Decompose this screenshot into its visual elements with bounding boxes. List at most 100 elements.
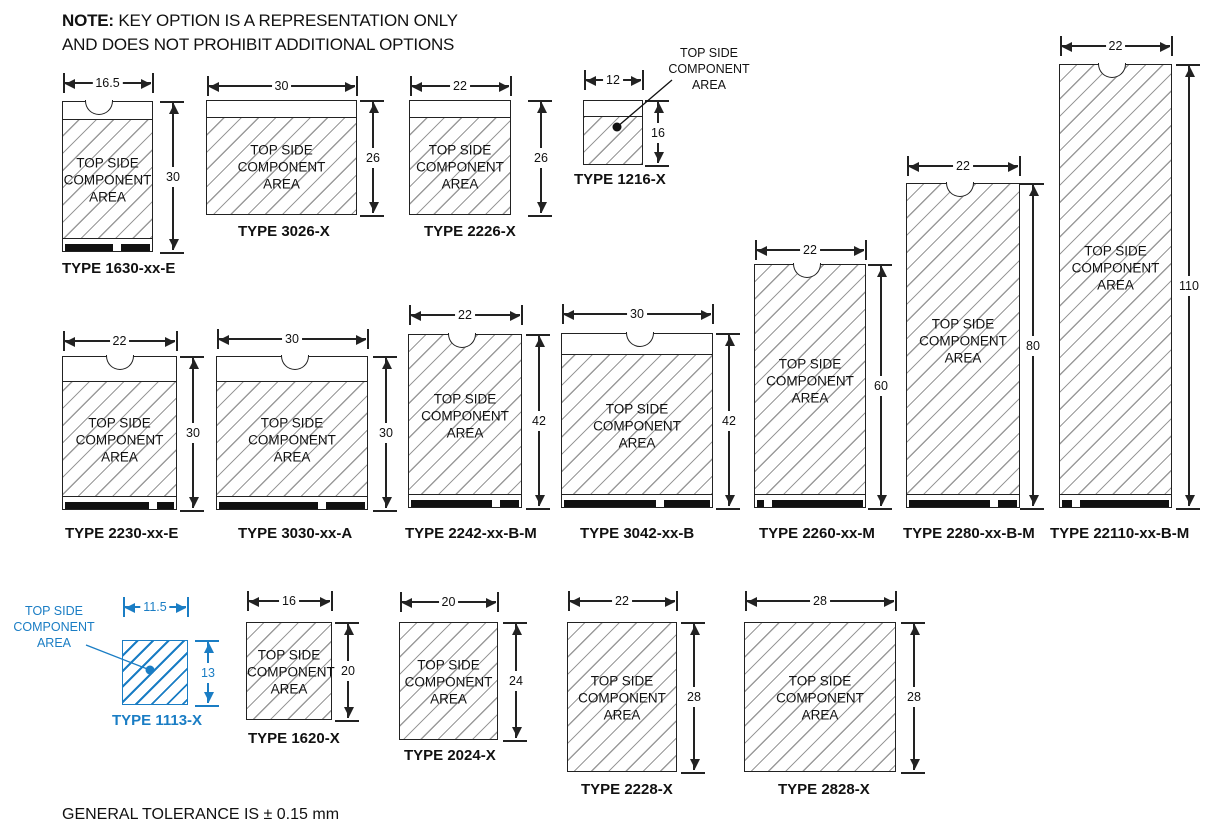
arrowhead-icon bbox=[125, 603, 135, 613]
arrowhead-icon bbox=[534, 337, 545, 347]
area-text-line: AREA bbox=[791, 390, 829, 406]
area-text-line: COMPONENT bbox=[63, 172, 152, 188]
area-text-line: TOP SIDE bbox=[417, 657, 480, 673]
connector-pins bbox=[564, 500, 656, 507]
extension-line bbox=[676, 591, 678, 611]
extension-line bbox=[1171, 36, 1173, 56]
area-text-line: TOP SIDE bbox=[428, 142, 492, 157]
extension-line bbox=[645, 100, 669, 102]
arrowhead-icon bbox=[1062, 42, 1072, 52]
area-text-line: AREA bbox=[273, 449, 311, 465]
width-value: 22 bbox=[450, 79, 470, 93]
module-type-label: TYPE 3030-xx-A bbox=[238, 525, 353, 542]
area-text-line: AREA bbox=[430, 691, 467, 707]
area-text-line: AREA bbox=[89, 189, 126, 205]
extension-line bbox=[716, 508, 740, 510]
connector-pins bbox=[1079, 500, 1169, 507]
width-value: 30 bbox=[627, 307, 647, 321]
arrowhead-icon bbox=[320, 597, 330, 607]
edge-connector bbox=[755, 494, 865, 507]
note: NOTE: KEY OPTION IS A REPRESENTATION ONL… bbox=[62, 9, 458, 57]
callout-line: AREA bbox=[36, 636, 72, 650]
extension-line bbox=[681, 772, 705, 774]
tolerance-note: GENERAL TOLERANCE IS ± 0.15 mm bbox=[62, 806, 340, 823]
module-type-label: TYPE 3026-X bbox=[238, 223, 330, 240]
area-text-line: COMPONENT bbox=[404, 674, 493, 690]
arrowhead-icon bbox=[536, 202, 547, 212]
arrowhead-icon bbox=[1008, 162, 1018, 172]
extension-line bbox=[901, 622, 925, 624]
width-value: 20 bbox=[438, 595, 459, 609]
arrowhead-icon bbox=[343, 625, 354, 635]
arrowhead-icon bbox=[511, 625, 522, 635]
extension-line bbox=[1060, 36, 1062, 56]
height-value: 26 bbox=[534, 147, 548, 168]
height-value: 24 bbox=[509, 671, 523, 691]
arrowhead-icon bbox=[653, 103, 664, 113]
height-value: 26 bbox=[366, 147, 380, 168]
height-value: 42 bbox=[722, 410, 736, 431]
arrowhead-icon bbox=[368, 202, 379, 212]
extension-line bbox=[373, 510, 397, 512]
connector-pins bbox=[157, 502, 174, 509]
extension-line bbox=[63, 331, 65, 351]
module-type-label: TYPE 1216-X bbox=[574, 171, 666, 188]
height-value: 80 bbox=[1026, 335, 1040, 356]
connector-pins bbox=[121, 244, 150, 251]
connector-pins bbox=[411, 500, 493, 507]
area-text-line: AREA bbox=[101, 449, 138, 465]
key-band bbox=[207, 101, 356, 118]
callout-line: COMPONENT bbox=[13, 620, 95, 634]
extension-line bbox=[868, 508, 892, 510]
area-text-line: TOP SIDE bbox=[1084, 243, 1147, 259]
arrowhead-icon bbox=[876, 495, 887, 505]
edge-connector bbox=[907, 494, 1019, 507]
extension-line bbox=[901, 772, 925, 774]
edge-connector bbox=[63, 238, 152, 251]
area-text-line: TOP SIDE bbox=[788, 673, 852, 689]
arrowhead-icon bbox=[586, 76, 596, 86]
arrowhead-icon bbox=[412, 82, 422, 92]
key-band bbox=[410, 101, 510, 118]
extension-line bbox=[180, 356, 204, 358]
area-text-line: COMPONENT bbox=[421, 408, 509, 424]
width-value: 30 bbox=[282, 332, 302, 346]
width-value: 16.5 bbox=[92, 76, 123, 90]
extension-line bbox=[367, 329, 369, 349]
module-type-label: TYPE 1113-X bbox=[112, 712, 203, 729]
area-text-line: COMPONENT bbox=[416, 159, 504, 174]
area-text-line: TOP SIDE bbox=[88, 415, 151, 431]
height-value: 110 bbox=[1179, 276, 1199, 296]
arrowhead-icon bbox=[724, 495, 735, 505]
arrowhead-icon bbox=[909, 625, 920, 635]
extension-line bbox=[335, 622, 359, 624]
arrowhead-icon bbox=[536, 103, 547, 113]
module-type-label: TYPE 2024-X bbox=[404, 747, 496, 764]
extension-line bbox=[217, 329, 219, 349]
extension-line bbox=[409, 305, 411, 325]
width-value: 16 bbox=[279, 594, 299, 608]
arrowhead-icon bbox=[757, 246, 767, 256]
area-text-line: TOP SIDE bbox=[605, 401, 669, 416]
note-line2: AND DOES NOT PROHIBIT ADDITIONAL OPTIONS bbox=[62, 35, 455, 54]
arrowhead-icon bbox=[689, 759, 700, 769]
arrowhead-icon bbox=[402, 598, 412, 608]
arrowhead-icon bbox=[701, 310, 711, 320]
module-type-label: TYPE 1630-xx-E bbox=[62, 260, 176, 277]
height-value: 30 bbox=[166, 166, 180, 187]
extension-line bbox=[335, 720, 359, 722]
width-value: 12 bbox=[603, 73, 623, 87]
height-value: 30 bbox=[379, 423, 393, 443]
arrowhead-icon bbox=[909, 759, 920, 769]
module-type-label: TYPE 2226-X bbox=[424, 223, 516, 240]
arrowhead-icon bbox=[345, 82, 355, 92]
